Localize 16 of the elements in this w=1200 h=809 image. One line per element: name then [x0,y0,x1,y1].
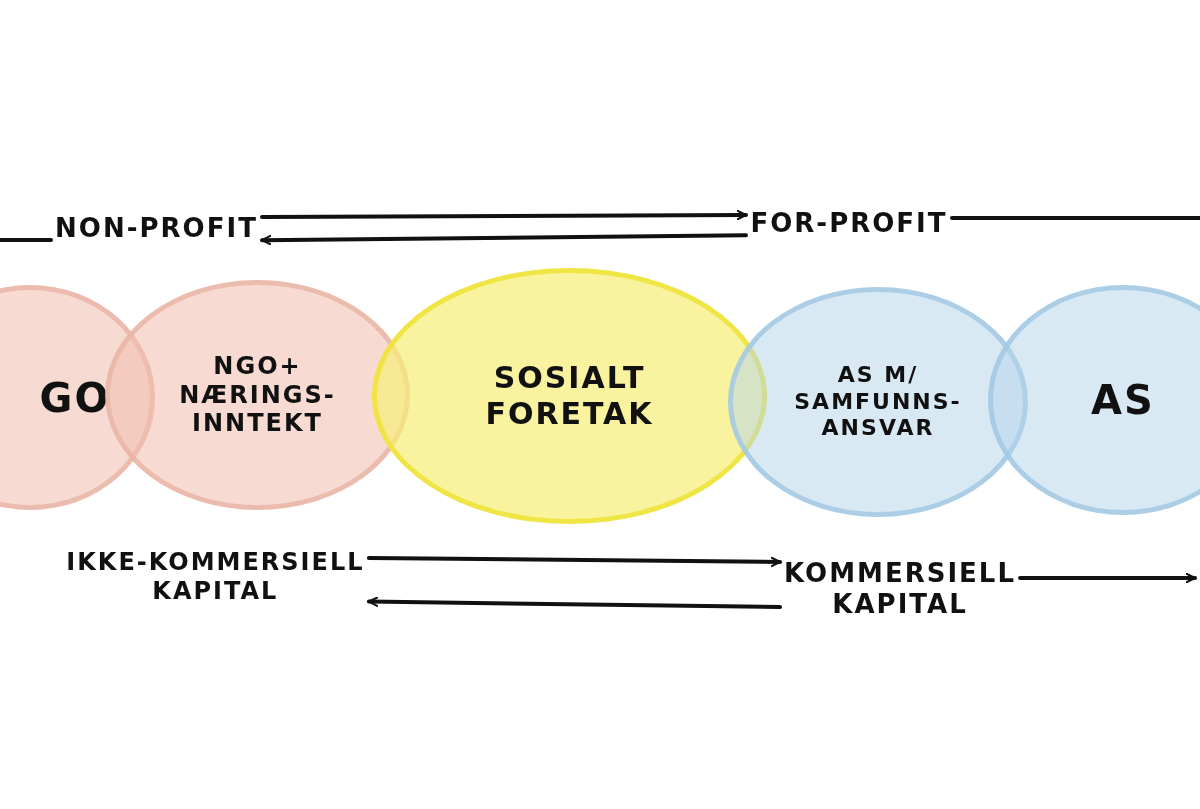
node-label: SOSIALT FORETAK [484,360,655,432]
spectrum-label: FOR-PROFIT [749,208,949,240]
arrow [366,556,783,568]
spectrum-label: KOMMERSIELL KAPITAL [783,558,1018,621]
line [950,216,1200,220]
arrow [260,233,748,246]
spectrum-label: NON-PROFIT [54,213,259,245]
node-label: AS [1091,376,1155,424]
line [0,238,53,242]
arrow [366,596,783,609]
arrow [1018,572,1197,584]
node-label: GO [39,373,111,422]
node-label: AS M/ SAMFUNNS- ANSVAR [793,362,963,442]
node-label: NGO+ NÆRINGS- INNTEKT [178,351,337,439]
spectrum-label: IKKE-KOMMERSIELL KAPITAL [64,548,366,606]
arrow [260,209,748,221]
